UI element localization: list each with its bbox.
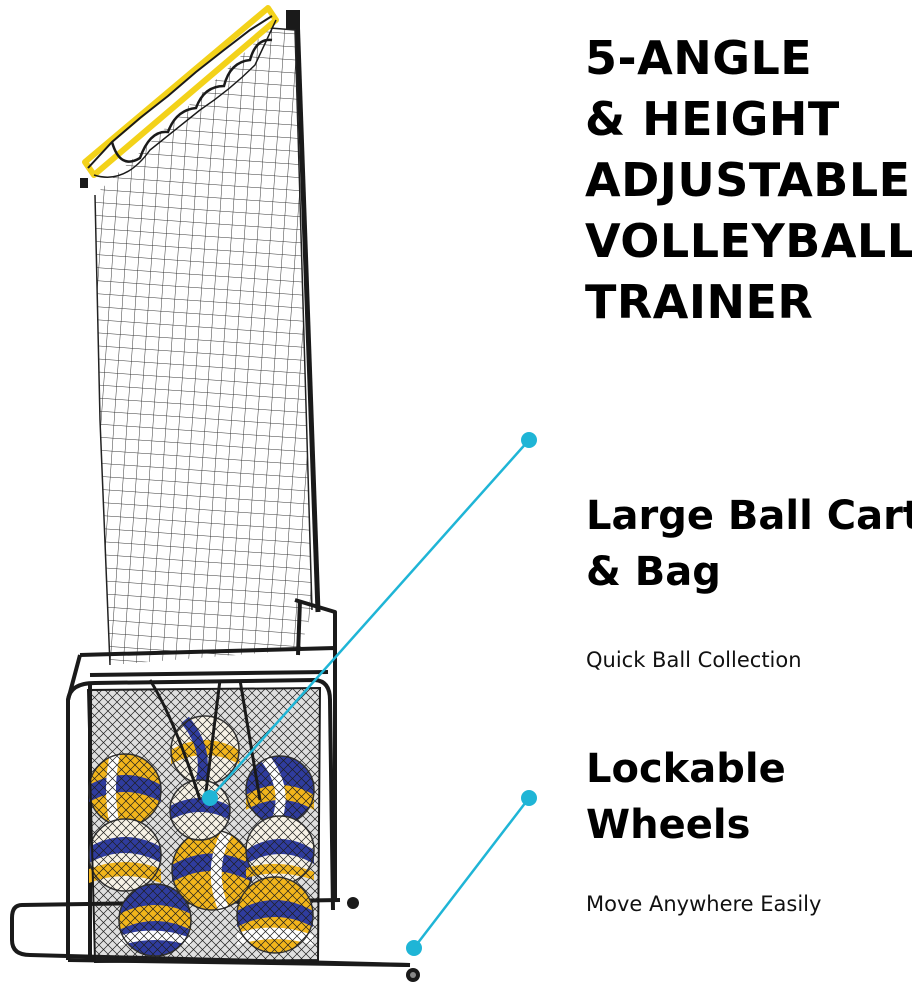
title-line: VOLLEYBALL <box>585 214 912 268</box>
target-frame <box>80 5 279 188</box>
title-line: TRAINER <box>585 275 814 329</box>
title-line: 5-ANGLE <box>585 31 813 85</box>
title-line: ADJUSTABLE <box>585 153 911 207</box>
callout-wheels <box>406 790 537 956</box>
rebound-net <box>94 27 313 666</box>
feature-desc-wheels: Move Anywhere Easily <box>586 892 822 916</box>
wheels <box>347 897 420 982</box>
product-title: 5-ANGLE & HEIGHT ADJUSTABLE VOLLEYBALL T… <box>585 28 912 333</box>
ball-bag <box>86 679 322 964</box>
feature-title-line: Wheels <box>586 802 751 848</box>
feature-title-line: Lockable <box>586 746 786 792</box>
feature-title-ball-cart: Large Ball Cart & Bag <box>586 488 912 600</box>
feature-title-line: Large Ball Cart <box>586 493 912 539</box>
feature-desc-ball-cart: Quick Ball Collection <box>586 648 802 672</box>
feature-title-line: & Bag <box>586 549 721 595</box>
feature-title-wheels: Lockable Wheels <box>586 741 786 853</box>
support-pole <box>286 10 321 613</box>
title-line: & HEIGHT <box>585 92 840 146</box>
callout-ball-cart <box>202 432 537 806</box>
